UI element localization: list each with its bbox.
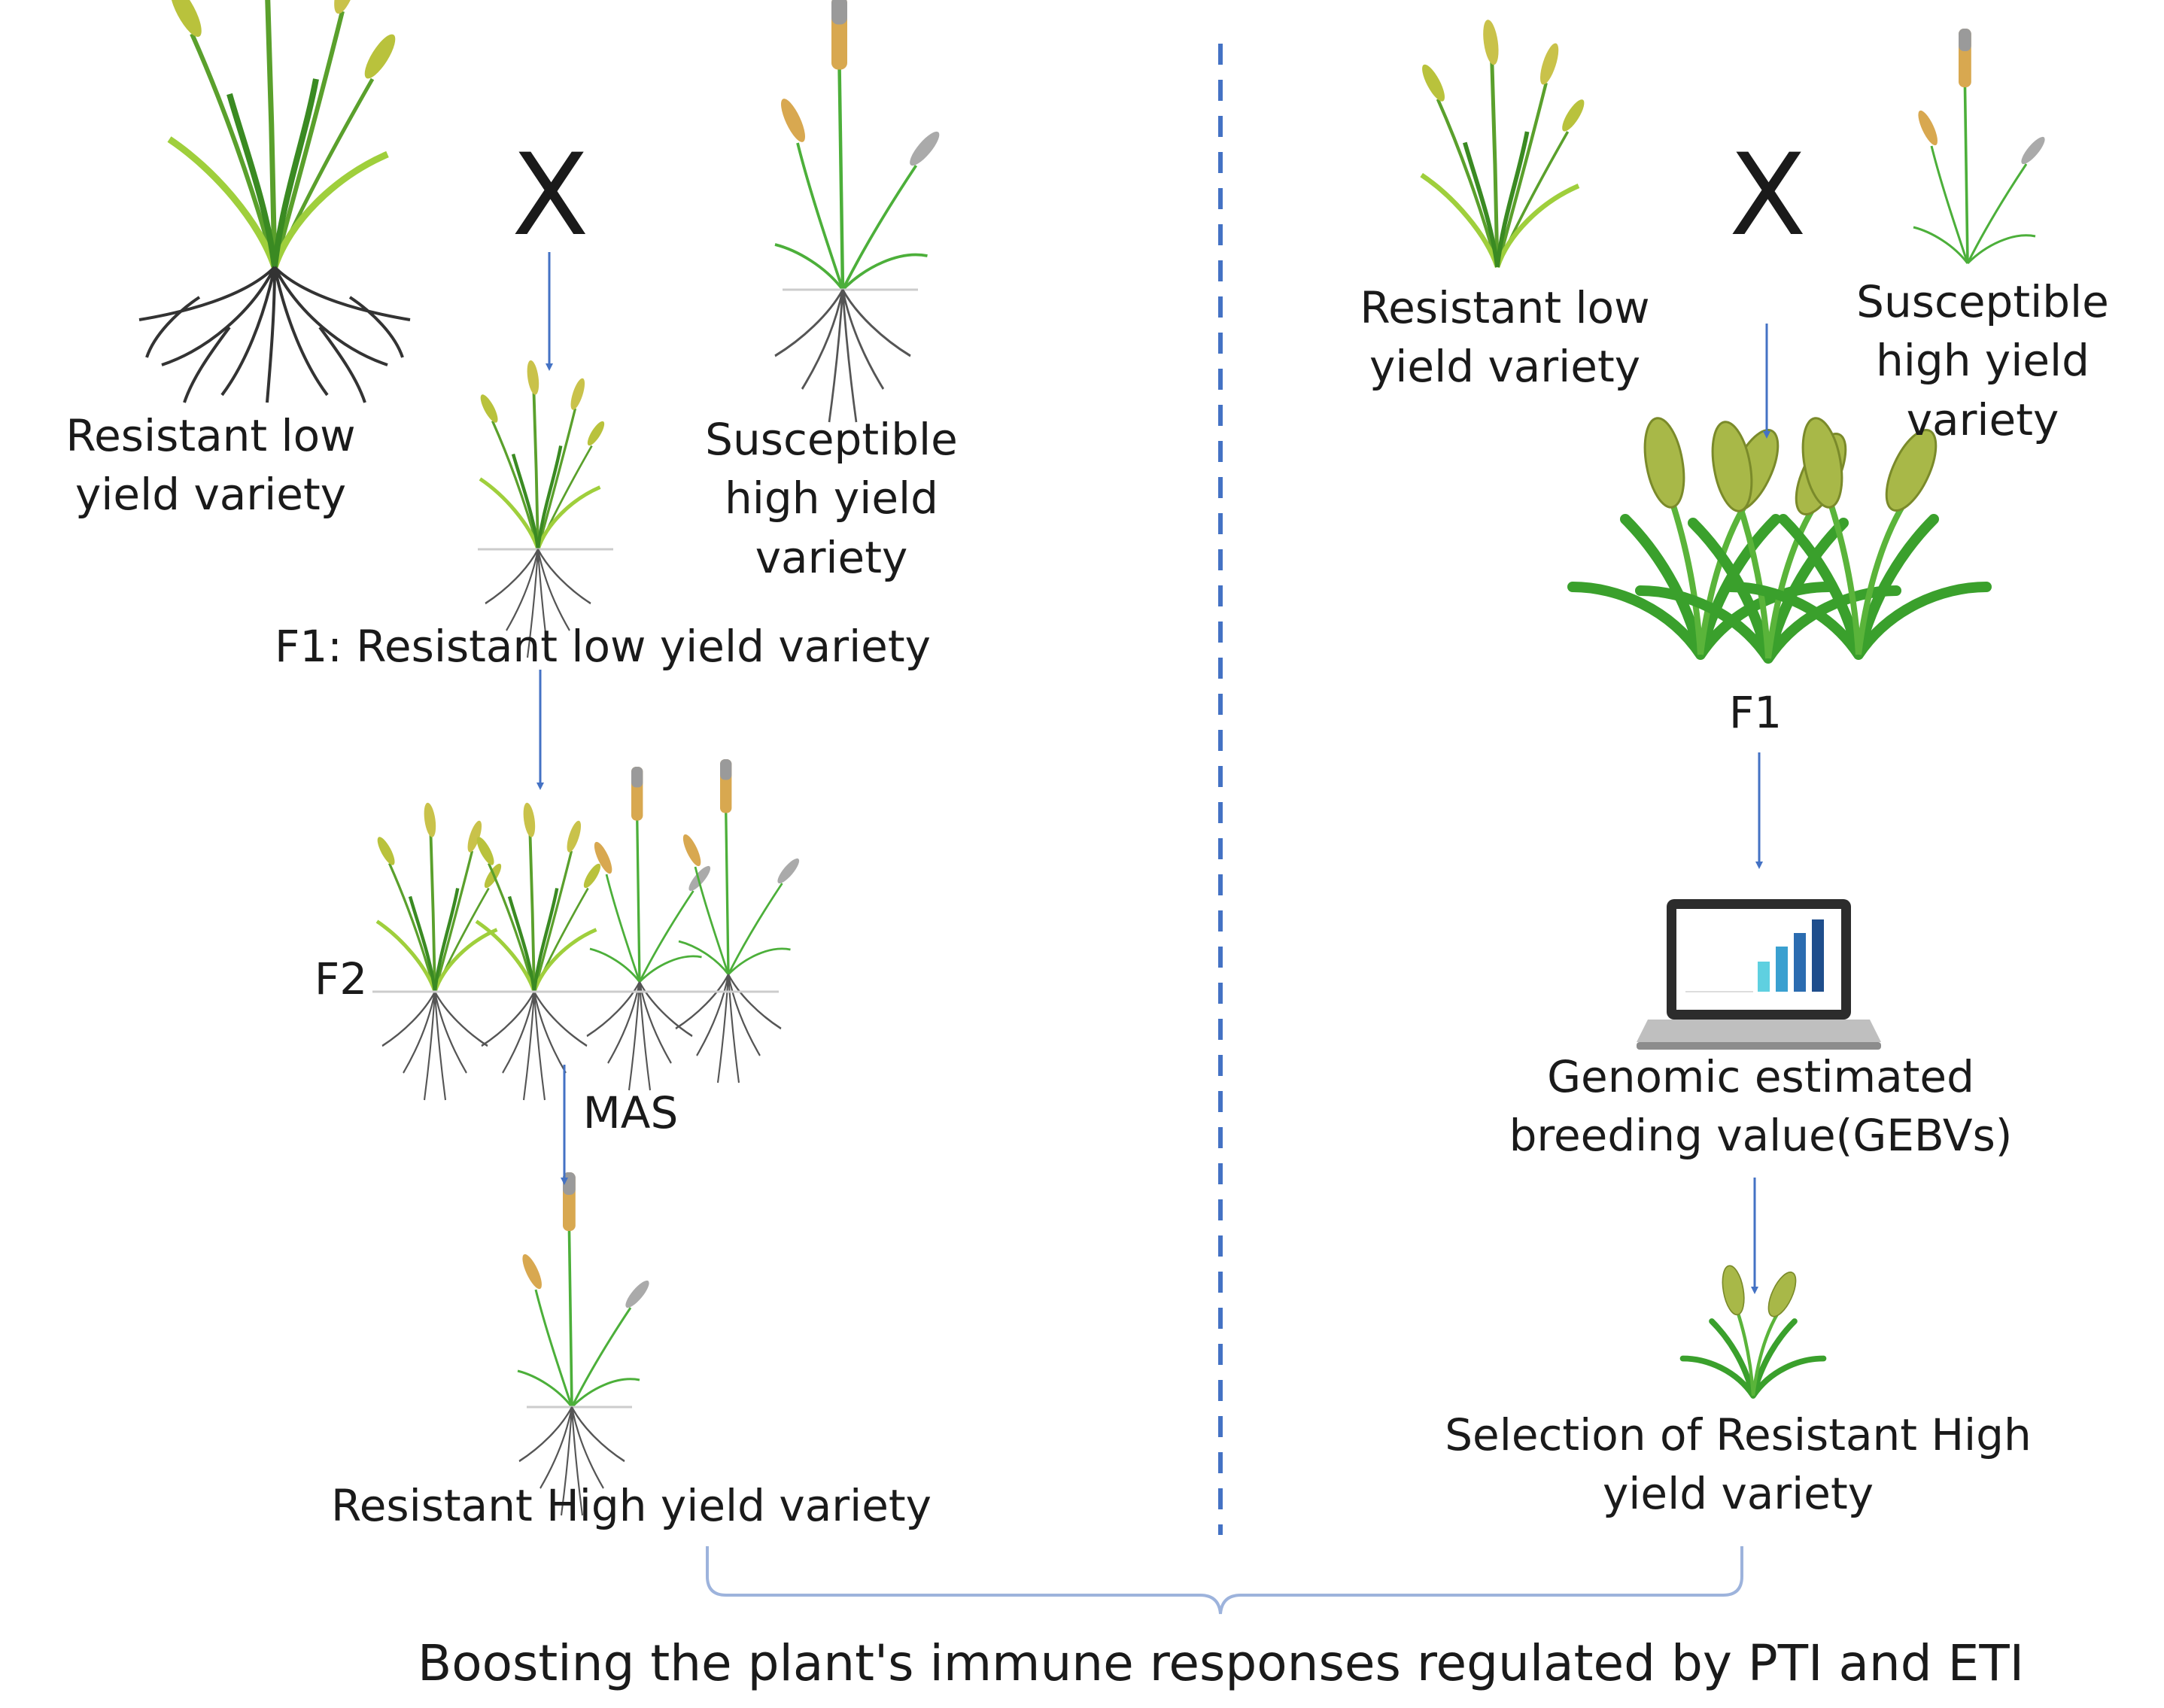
- right-parent-susceptible-plant: [1912, 27, 2050, 265]
- left-f1-plant: [477, 360, 613, 659]
- f2-plant-susceptible-2: [674, 758, 804, 1084]
- left-f1-label: F1: Resistant low yield variety: [275, 621, 931, 672]
- left-parent-resistant-plant: [138, 0, 412, 404]
- left-parent-resistant-label: Resistant low yield variety: [65, 410, 356, 521]
- left-parent-susceptible-plant: [775, 0, 944, 424]
- left-parent-susceptible-label: Susceptible high yield variety: [705, 414, 958, 583]
- f2-plant-susceptible-1: [585, 765, 715, 1092]
- left-f2-plants: [372, 758, 804, 1102]
- right-result-clump: [1683, 1264, 1824, 1396]
- left-result-label: Resistant High yield variety: [331, 1480, 932, 1531]
- bottom-bracket: [706, 1546, 1743, 1615]
- left-mas-label: MAS: [582, 1087, 679, 1138]
- left-result-plant: [516, 1171, 654, 1517]
- right-f1-label: F1: [1728, 687, 1783, 738]
- right-gebv-label: Genomic estimated breeding value(GEBVs): [1509, 1051, 2013, 1162]
- f2-plant-resistant-2: [473, 802, 603, 1102]
- right-parent-resistant-plant: [1418, 19, 1588, 267]
- right-result-label: Selection of Resistant High yield variet…: [1445, 1409, 2032, 1520]
- right-parent-susceptible-label: Susceptible high yield variety: [1856, 276, 2109, 445]
- right-parent-resistant-label: Resistant low yield variety: [1360, 282, 1650, 393]
- laptop-icon: [1637, 899, 1881, 1050]
- right-f1-clump: [1573, 415, 1986, 658]
- left-cross-symbol: X: [512, 130, 589, 261]
- bottom-caption: Boosting the plant's immune responses re…: [418, 1634, 2025, 1692]
- left-f2-label: F2: [314, 953, 368, 1004]
- right-cross-symbol: X: [1729, 130, 1807, 261]
